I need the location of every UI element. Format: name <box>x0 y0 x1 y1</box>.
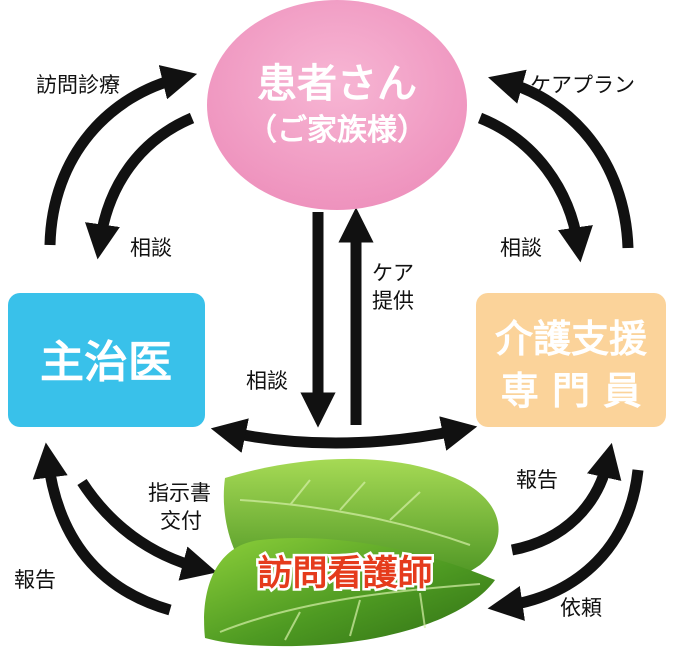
patient-family-label: （ご家族様） <box>247 113 427 148</box>
label-care-provision-line2: 提供 <box>372 289 414 313</box>
patient-node: 患者さん （ご家族様） <box>207 0 467 210</box>
label-home-visit: 訪問診療 <box>36 73 120 97</box>
label-consult-nurse: 相談 <box>246 369 288 393</box>
arrow-report-doctor <box>32 442 172 616</box>
nurse-node: 訪問看護師 <box>204 458 499 647</box>
label-consult-doctor: 相談 <box>130 236 172 260</box>
label-request: 依頼 <box>560 596 602 620</box>
patient-label: 患者さん <box>257 61 417 107</box>
arrows <box>32 65 644 621</box>
label-instruction-line1: 指示書 <box>148 481 211 505</box>
doctor-node: 主治医 <box>8 293 205 427</box>
arrow-report-care-manager <box>510 442 622 556</box>
arrow-home-visit <box>44 65 198 246</box>
arrow-instruction <box>77 478 218 581</box>
edge-labels: 訪問診療 相談 ケアプラン 相談 ケア 提供 相談 指示書 交付 報告 報告 依… <box>14 73 635 620</box>
label-instruction-line2: 交付 <box>160 509 202 533</box>
label-care-provision-line1: ケア <box>372 261 414 285</box>
arrow-consult-care-manager <box>477 112 593 263</box>
label-report-doctor: 報告 <box>14 568 56 592</box>
nurse-label: 訪問看護師 <box>257 554 432 594</box>
doctor-label: 主治医 <box>40 337 172 388</box>
leaf-veins <box>219 479 481 641</box>
label-consult-care-manager: 相談 <box>500 236 542 260</box>
care-manager-node: 介護支援 専 門 員 <box>476 293 666 427</box>
arrow-consult-doctor <box>85 112 195 260</box>
care-manager-role-label: 専 門 員 <box>501 369 641 413</box>
label-care-plan: ケアプラン <box>530 73 635 97</box>
label-report-care-manager: 報告 <box>516 468 558 492</box>
leaf-front-image <box>204 537 495 647</box>
care-manager-label: 介護支援 <box>495 317 648 361</box>
arrow-doctor-care-manager <box>210 416 478 453</box>
arrow-request <box>487 469 644 621</box>
arrow-care-plan <box>488 69 634 249</box>
